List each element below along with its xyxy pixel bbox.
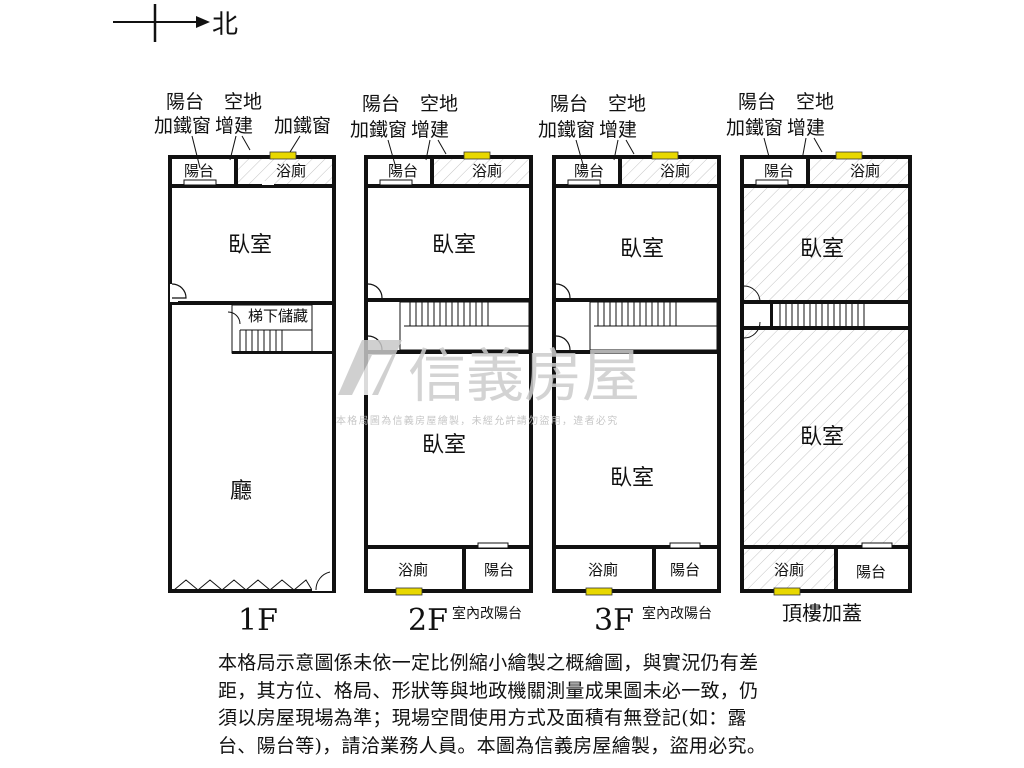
floor-label-2f: 2F	[408, 603, 448, 638]
floor-label-3f: 3F	[594, 603, 634, 638]
annot-vacant-2f: 空地	[420, 93, 458, 115]
floor-plan-3f: 陽台 空地 加鐵窗 增建 陽台 浴廁 臥室	[538, 93, 721, 638]
floor-note-2f: 室內改陽台	[452, 605, 522, 622]
room-bedroom-top-2f: 臥室	[432, 233, 476, 258]
window-marker	[651, 151, 679, 160]
room-front-bath-1f: 浴廁	[276, 162, 306, 180]
annot-iron-window-3f: 加鐵窗	[538, 119, 595, 141]
room-front-bath-3f: 浴廁	[660, 162, 690, 180]
room-front-balcony-roof: 陽台	[764, 162, 794, 180]
floor-note-3f: 室內改陽台	[642, 605, 712, 622]
room-rear-bath-2f: 浴廁	[398, 561, 428, 579]
room-front-bath-2f: 浴廁	[472, 162, 502, 180]
window-marker	[395, 587, 423, 596]
watermark-notice: 本格局圖為信義房屋繪製，未經允許請勿盜用，違者必究	[336, 414, 619, 427]
annot-vacant-3f: 空地	[608, 93, 646, 115]
north-arrow-icon	[113, 4, 210, 42]
annot-extension-3f: 增建	[599, 119, 637, 141]
window-marker	[835, 151, 863, 160]
room-rear-bath-roof: 浴廁	[774, 561, 804, 579]
window-marker	[269, 151, 297, 160]
annot-extension-2f: 增建	[411, 119, 449, 141]
annot-balcony-2f: 陽台	[362, 93, 400, 115]
watermark-brand: 信義房屋	[408, 342, 640, 410]
room-front-balcony-3f: 陽台	[574, 162, 604, 180]
room-living-room-1f: 廳	[230, 479, 252, 504]
north-label: 北	[212, 10, 238, 40]
annot-extension-1f: 增建	[215, 115, 253, 137]
floor-plan-1f: 陽台 空地 加鐵窗 增建 加鐵窗 陽台 浴廁 臥室	[154, 91, 336, 638]
annot-extension-roof: 增建	[787, 117, 825, 139]
window-marker	[463, 151, 491, 160]
window-marker	[773, 587, 801, 596]
window-marker	[585, 587, 613, 596]
brand-logo-icon	[338, 340, 402, 395]
floor-plan-roof: 陽台 空地 加鐵窗 增建 陽台 浴廁 臥室	[726, 91, 912, 625]
floor-label-roof: 頂樓加蓋	[782, 601, 862, 625]
annot-iron-window-right-1f: 加鐵窗	[274, 115, 331, 137]
watermark: 信義房屋 本格局圖為信義房屋繪製，未經允許請勿盜用，違者必究	[336, 340, 640, 427]
room-rear-balcony-roof: 陽台	[856, 563, 886, 581]
room-rear-bath-3f: 浴廁	[588, 561, 618, 579]
room-bedroom-1f: 臥室	[228, 233, 272, 258]
annot-iron-window-1f: 加鐵窗	[154, 115, 211, 137]
annot-vacant-roof: 空地	[796, 91, 834, 113]
room-rear-balcony-2f: 陽台	[484, 561, 514, 579]
annot-balcony-1f: 陽台	[166, 91, 204, 113]
annot-balcony-roof: 陽台	[738, 91, 776, 113]
floor-label-1f: 1F	[238, 603, 278, 638]
room-bedroom-top-roof: 臥室	[800, 237, 844, 262]
annot-balcony-3f: 陽台	[550, 93, 588, 115]
annot-iron-window-2f: 加鐵窗	[350, 119, 407, 141]
room-bedroom-top-3f: 臥室	[620, 237, 664, 262]
annot-iron-window-roof: 加鐵窗	[726, 117, 783, 139]
room-bedroom-bottom-2f: 臥室	[422, 433, 466, 458]
disclaimer-text: 本格局示意圖係未依一定比例縮小繪製之概繪圖，與實況仍有差 距，其方位、格局、形狀…	[218, 652, 767, 757]
annot-vacant-1f: 空地	[224, 91, 262, 113]
room-front-balcony-1f: 陽台	[184, 162, 214, 180]
room-bedroom-bottom-roof: 臥室	[800, 425, 844, 450]
room-rear-balcony-3f: 陽台	[670, 561, 700, 579]
room-front-balcony-2f: 陽台	[388, 162, 418, 180]
room-under-stair-storage-1f: 梯下儲藏	[248, 307, 308, 325]
room-bedroom-bottom-3f: 臥室	[610, 466, 654, 491]
room-front-bath-roof: 浴廁	[850, 162, 880, 180]
